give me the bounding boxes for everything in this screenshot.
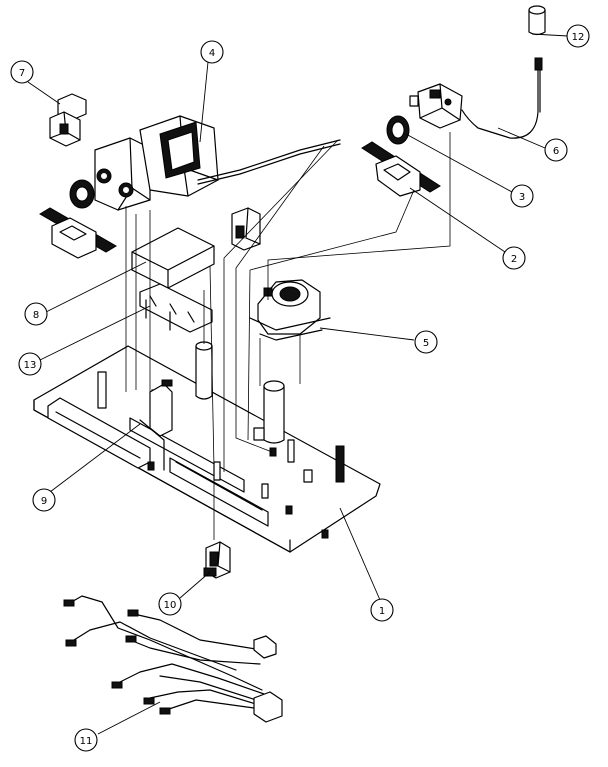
part-8-plate	[131, 227, 215, 289]
part-10-switch	[203, 541, 231, 579]
callout-13-label: 13	[24, 360, 37, 371]
callout-5: 5	[414, 330, 438, 354]
callout-1: 1	[370, 598, 394, 622]
part-11-wire-harness	[63, 595, 283, 723]
callout-4-label: 4	[209, 48, 215, 59]
part-5-timer-motor	[249, 279, 331, 341]
callout-13: 13	[18, 352, 42, 376]
leader-lines	[27, 33, 569, 735]
part-2-bracket-right	[361, 141, 441, 197]
callout-11-label: 11	[80, 736, 93, 747]
callout-9: 9	[32, 488, 56, 512]
callout-2-label: 2	[511, 254, 517, 265]
callout-11: 11	[74, 728, 98, 752]
part-4-valve-assembly	[69, 115, 341, 211]
callout-8: 8	[24, 302, 48, 326]
callout-8-label: 8	[33, 310, 39, 321]
callout-2: 2	[502, 246, 526, 270]
callout-12-label: 12	[572, 32, 585, 43]
part-bracket-left	[39, 207, 117, 259]
callout-12: 12	[566, 24, 590, 48]
part-clip	[231, 207, 261, 251]
callout-1-label: 1	[379, 606, 385, 617]
callout-7: 7	[10, 60, 34, 84]
part-12-cap	[528, 5, 546, 36]
callout-10-label: 10	[164, 600, 177, 611]
part-6-sensor-tube	[461, 57, 543, 139]
callout-3: 3	[510, 184, 534, 208]
callout-5-label: 5	[423, 338, 429, 349]
callout-6-label: 6	[553, 146, 559, 157]
callout-10: 10	[158, 592, 182, 616]
part-13-bracket	[139, 283, 213, 333]
callout-4: 4	[200, 40, 224, 64]
part-3-thermostat	[386, 83, 463, 145]
assembly-guide-lines	[125, 132, 451, 540]
part-1-base-chassis	[33, 341, 381, 553]
part-7-block	[49, 93, 87, 147]
callout-3-label: 3	[519, 192, 525, 203]
callout-9-label: 9	[41, 496, 47, 507]
callout-7-label: 7	[19, 68, 25, 79]
callout-6: 6	[544, 138, 568, 162]
